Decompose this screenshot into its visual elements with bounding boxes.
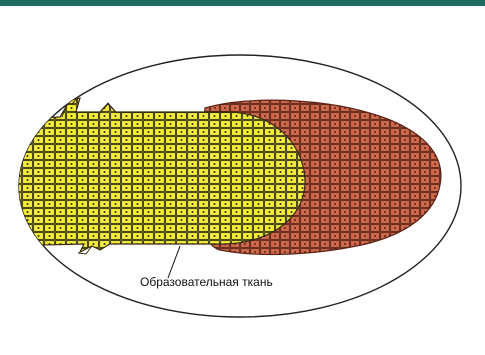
root-body [0, 98, 305, 252]
meristem-label: Образовательная ткань [140, 275, 273, 289]
